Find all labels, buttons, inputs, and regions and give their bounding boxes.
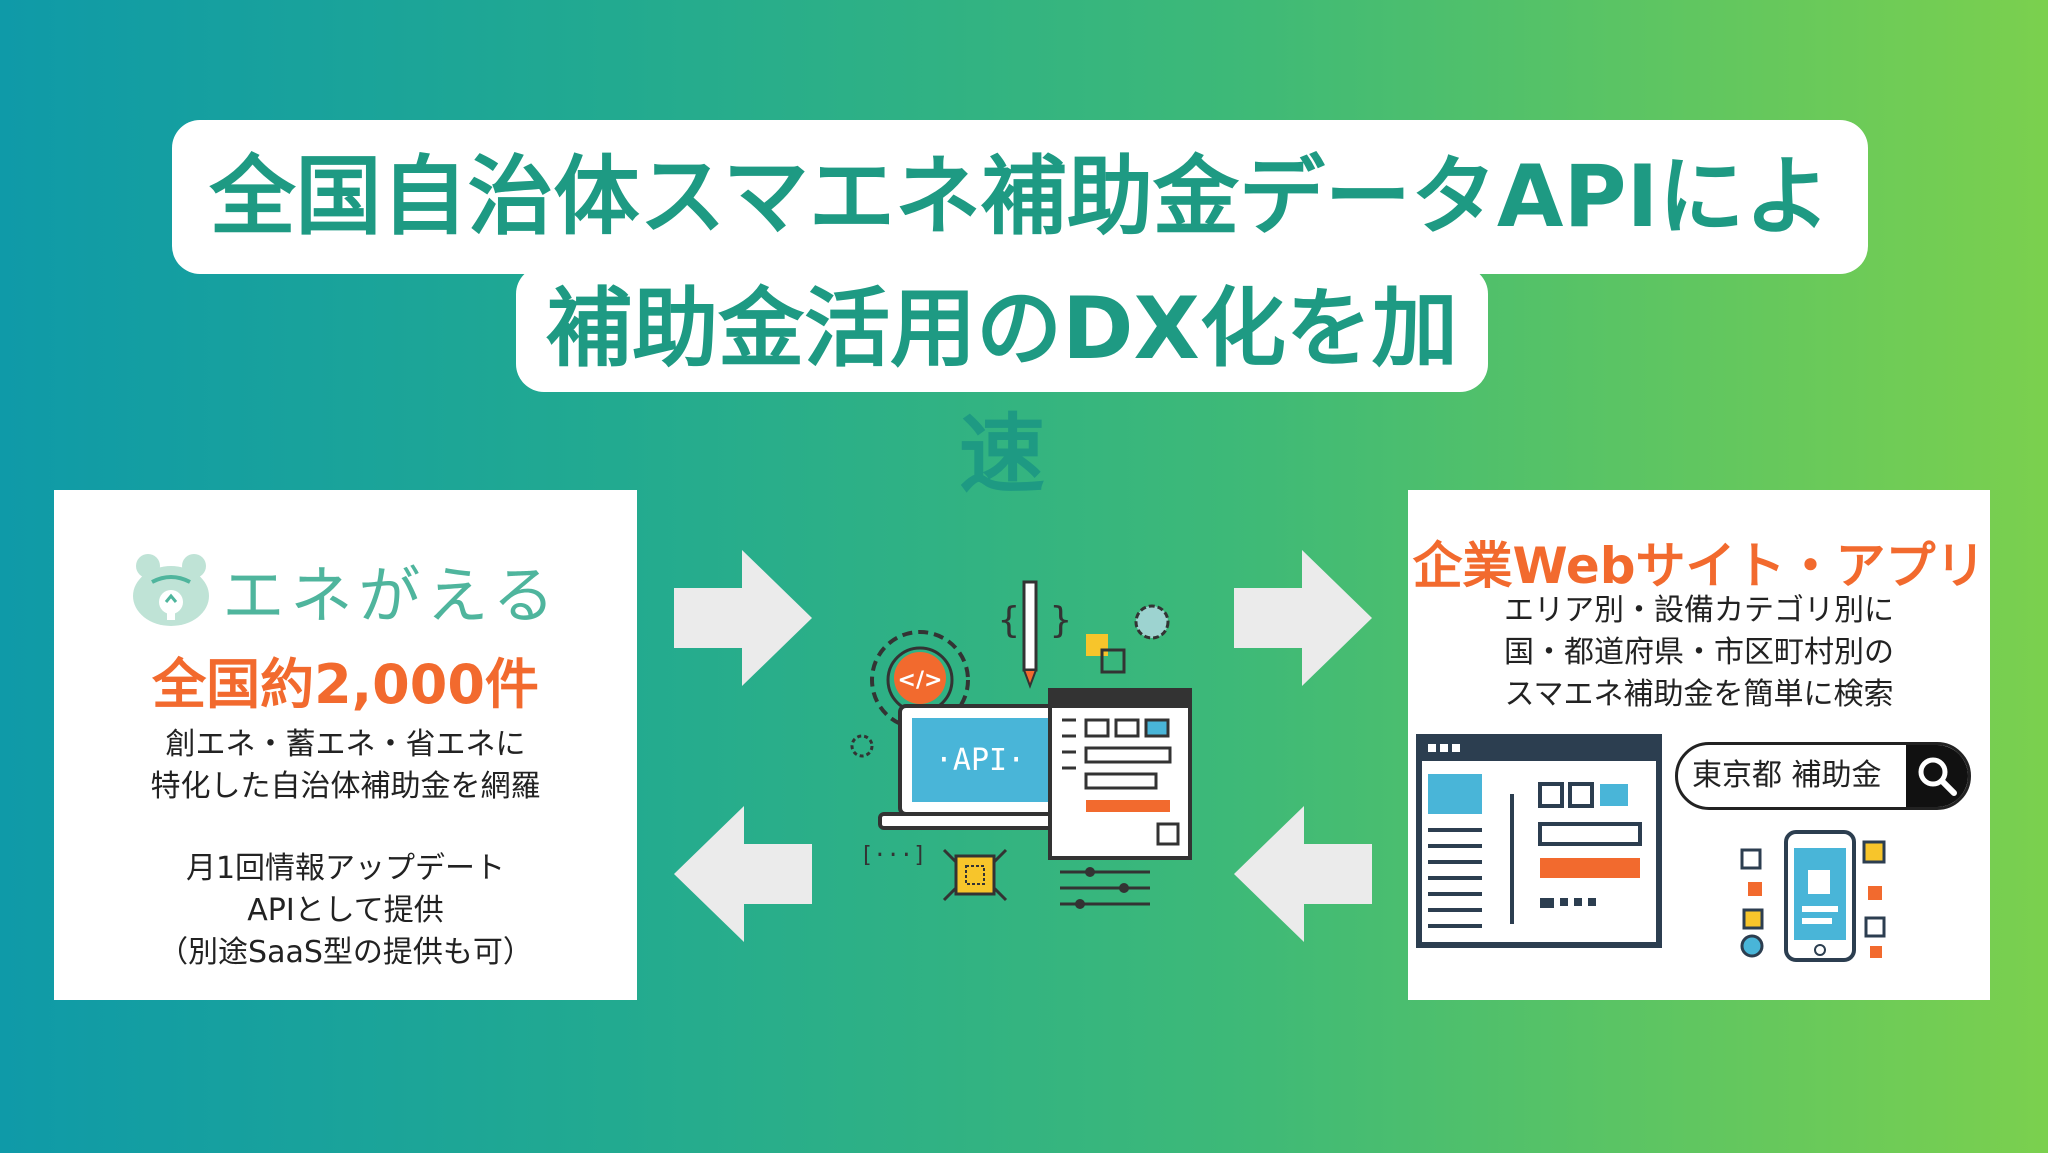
sliders-icon: [1060, 867, 1150, 909]
logo-text: エネがえる: [222, 559, 561, 632]
search-query: 東京都 補助金: [1692, 758, 1882, 793]
search-desc-line-1: エリア別・設備カテゴリ別に: [1504, 593, 1894, 628]
brackets-label: [···]: [860, 843, 926, 868]
browser-window-icon: [1048, 688, 1192, 860]
arrow-left-icon: [674, 806, 812, 942]
arrow-left-icon: [1234, 806, 1372, 942]
code-label: </>: [898, 668, 943, 693]
svg-text:{: {: [998, 600, 1020, 641]
data-source-panel: エネがえる 全国約2,000件 創エネ・蓄エネ・省エネに 特化した自治体補助金を…: [54, 490, 637, 1000]
coverage-line-1: 創エネ・蓄エネ・省エネに: [165, 727, 526, 762]
search-icon: [1918, 757, 1957, 796]
chip-icon: [942, 848, 1008, 902]
small-gear-icon: [1134, 604, 1170, 640]
pencil-icon: { }: [998, 580, 1072, 689]
enegaeru-logo: エネがえる: [54, 550, 637, 632]
client-title: 企業Webサイト・アプリ: [1412, 537, 1986, 595]
square-outline-icon: [1100, 648, 1126, 674]
smartphone-icon: [1740, 830, 1886, 962]
coverage-line-2: 特化した自治体補助金を網羅: [150, 769, 541, 804]
search-input[interactable]: 東京都 補助金: [1675, 742, 1971, 810]
headline-line-2: 補助金活用のDX化を加速: [516, 266, 1488, 505]
dotted-circle-icon: [850, 734, 874, 758]
code-badge-icon: </>: [894, 652, 946, 704]
search-button[interactable]: [1906, 745, 1968, 807]
search-desc-line-2: 国・都道府県・市区町村別の: [1504, 635, 1894, 670]
api-illustration: </> { } ·API· [···]: [850, 580, 1192, 909]
update-line-2: APIとして提供: [247, 893, 444, 928]
svg-text:}: }: [1050, 600, 1072, 641]
square-decoration-icon: [1086, 634, 1108, 656]
arrow-right-icon: [674, 550, 812, 686]
arrow-right-icon: [1234, 550, 1372, 686]
update-line-1: 月1回情報アップデート: [185, 851, 506, 886]
client-app-panel: 企業Webサイト・アプリ エリア別・設備カテゴリ別に 国・都道府県・市区町村別の…: [1408, 490, 1990, 1000]
browser-window-icon: [1416, 734, 1662, 948]
headline-line-1: 全国自治体スマエネ補助金データAPIにより: [172, 120, 1868, 401]
search-desc-line-3: スマエネ補助金を簡単に検索: [1504, 677, 1894, 712]
subsidy-count: 全国約2,000件: [152, 653, 539, 716]
update-line-3: （別途SaaS型の提供も可）: [158, 935, 533, 970]
frog-logo-icon: [133, 554, 210, 626]
api-label: ·API·: [935, 743, 1025, 778]
